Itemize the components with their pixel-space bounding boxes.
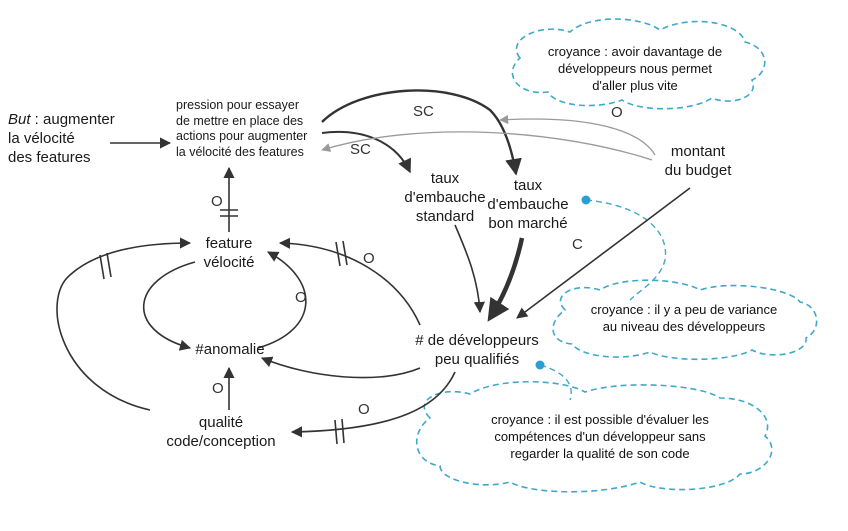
delay-mark-qualite-velocite-2: [106, 252, 112, 278]
belief-dot-middle: [581, 195, 591, 205]
goal-text: But : augmenter la vélocité des features: [8, 111, 115, 167]
label-c-budget: C: [572, 236, 583, 253]
node-pression-line: pression pour essayer: [176, 98, 299, 112]
node-qualite-line: code/conception: [166, 432, 276, 450]
delay-mark-dev-qualite-2: [341, 418, 345, 444]
label-o-qualite: O: [358, 401, 370, 418]
delay-mark-qualite-velocite-1: [99, 254, 105, 280]
arrow-velocite-anomalie: [142, 261, 196, 351]
node-developpeurs-line: # de développeurs: [415, 332, 539, 349]
belief-bottom-line: regarder la qualité de son code: [510, 445, 690, 461]
delay-mark-dev-velocite-2: [342, 240, 348, 266]
belief-middle: croyance : il y a peu de variance au niv…: [560, 302, 808, 336]
node-budget-line: du budget: [664, 161, 732, 179]
delay-mark-dev-qualite-1: [334, 419, 338, 445]
node-taux-standard: taux d'embauche standard: [390, 170, 500, 226]
delay-mark-dev-velocite-1: [335, 241, 341, 267]
belief-bottom-line: croyance : il est possible d'évaluer les: [491, 412, 709, 427]
label-o-loop: O: [295, 289, 307, 306]
node-developpeurs: # de développeurs peu qualifiés: [392, 332, 562, 370]
arrow-developpeurs-velocite: [278, 237, 421, 326]
belief-cloud-middle: [552, 279, 818, 361]
node-velocite-line: feature: [205, 235, 253, 252]
node-anomalie: #anomalie: [180, 341, 280, 360]
belief-cloud-top: [511, 18, 766, 110]
belief-top-line: développeurs nous permet: [558, 60, 712, 76]
goal-line3: des features: [8, 148, 91, 166]
arrow-developpeurs-qualite: [290, 371, 456, 438]
node-qualite: qualité code/conception: [156, 414, 286, 452]
node-qualite-line: qualité: [198, 414, 244, 431]
belief-top: croyance : avoir davantage de développeu…: [530, 44, 740, 95]
arrow-budget-belief: [499, 115, 656, 156]
node-pression-line: actions pour augmenter: [176, 129, 308, 144]
belief-top-line: croyance : avoir davantage de: [547, 44, 723, 59]
node-taux-bon-marche-line: d'embauche: [487, 195, 569, 213]
node-pression: pression pour essayer de mettre en place…: [176, 98, 307, 161]
label-sc-top: SC: [413, 103, 434, 120]
arrow-pression-taux-standard: [321, 130, 411, 174]
node-taux-bon-marche: taux d'embauche bon marché: [478, 177, 578, 233]
belief-middle-line: au niveau des développeurs: [602, 318, 766, 334]
node-taux-standard-line: taux: [430, 170, 460, 187]
goal-prefix: But: [8, 111, 31, 128]
goal-line2: la vélocité: [8, 129, 75, 147]
node-velocite: feature vélocité: [184, 235, 274, 273]
label-o-velocite-dev: O: [363, 250, 375, 267]
node-developpeurs-line: peu qualifiés: [434, 350, 520, 368]
arrow-taux-bon-marche-developpeurs: [487, 237, 525, 322]
arrow-qualite-velocite: [56, 237, 192, 411]
node-velocite-line: vélocité: [203, 253, 255, 271]
node-pression-line: la vélocité des features: [176, 144, 304, 159]
belief-cloud-bottom: [416, 380, 773, 493]
node-taux-standard-line: d'embauche: [404, 188, 486, 206]
node-taux-bon-marche-line: bon marché: [488, 214, 568, 232]
belief-connector-middle: [585, 199, 667, 301]
node-taux-bon-marche-line: taux: [513, 177, 543, 194]
node-anomalie-line: #anomalie: [195, 341, 265, 358]
node-budget-line: montant: [670, 143, 726, 160]
belief-connector-bottom: [539, 364, 572, 401]
arrow-anomalie-velocite: [257, 251, 307, 349]
belief-bottom-line: compétences d'un développeur sans: [494, 428, 706, 444]
node-taux-standard-line: standard: [415, 207, 475, 225]
belief-dot-bottom: [535, 360, 545, 370]
arrow-pression-taux-bon-marche: [321, 89, 522, 176]
arrow-budget-developpeurs: [516, 187, 691, 319]
label-sc-left: SC: [350, 141, 371, 158]
label-o-budget: O: [611, 104, 623, 121]
arrow-developpeurs-anomalie: [260, 356, 421, 379]
arrow-budget-pression: [321, 131, 653, 161]
belief-middle-line: croyance : il y a peu de variance: [590, 302, 778, 317]
belief-bottom: croyance : il est possible d'évaluer les…: [440, 412, 760, 463]
label-o-pression: O: [211, 193, 223, 210]
arrow-taux-standard-developpeurs: [454, 224, 485, 314]
label-o-anomalie: O: [212, 380, 224, 397]
belief-top-line: d'aller plus vite: [592, 77, 678, 93]
goal-rest: : augmenter: [30, 111, 115, 128]
node-budget: montant du budget: [648, 143, 748, 181]
node-pression-line: de mettre en place des: [176, 113, 304, 128]
